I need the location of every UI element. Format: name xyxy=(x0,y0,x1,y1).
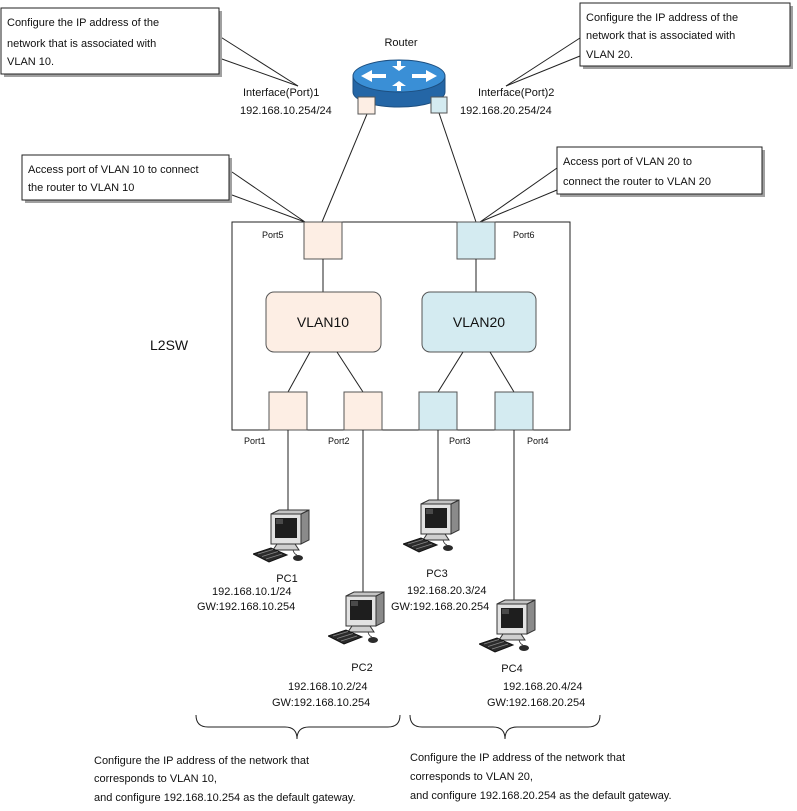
pc-ip: 192.168.20.3/24 xyxy=(407,585,487,597)
callout-vlan10-access-port: Access port of VLAN 10 to connect the ro… xyxy=(21,154,232,203)
router-interface2-ip: 192.168.20.254/24 xyxy=(460,105,552,117)
callout-line: Access port of VLAN 20 to xyxy=(563,156,692,168)
link-vlan20-port4 xyxy=(489,351,515,393)
port5-label: Port5 xyxy=(262,230,284,240)
vlan20-group-brace xyxy=(409,714,601,740)
vlan20-box xyxy=(421,291,537,353)
callout-pointer-vlan20-access xyxy=(479,167,558,223)
callout-line: VLAN 20. xyxy=(586,49,633,61)
router-interface2-name: Interface(Port)2 xyxy=(478,87,554,99)
pc-gateway: GW:192.168.20.254 xyxy=(487,697,585,709)
note-line: and configure 192.168.10.254 as the defa… xyxy=(94,792,356,804)
router-interface1-port xyxy=(357,96,376,115)
pc4-info: PC4 192.168.20.4/24 GW:192.168.20.254 xyxy=(487,663,585,709)
callout-vlan20-access-port: Access port of VLAN 20 to connect the ro… xyxy=(556,146,765,197)
callout-pointers xyxy=(218,35,581,223)
router-label: Router xyxy=(384,37,417,49)
vlan10-note: Configure the IP address of the network … xyxy=(94,755,356,804)
callout-line: Configure the IP address of the xyxy=(7,17,159,29)
callout-line: Access port of VLAN 10 to connect xyxy=(28,164,199,176)
router-interface1-name: Interface(Port)1 xyxy=(243,87,319,99)
note-line: Configure the IP address of the network … xyxy=(410,752,625,764)
router-interface1-ip: 192.168.10.254/24 xyxy=(240,105,332,117)
callout-pointer-vlan10-interface xyxy=(218,35,299,87)
callout-pointer-vlan10-interface xyxy=(218,57,299,87)
note-line: Configure the IP address of the network … xyxy=(94,755,309,767)
note-line: and configure 192.168.20.254 as the defa… xyxy=(410,790,672,802)
vlan10-label: VLAN10 xyxy=(297,314,349,330)
callout-line: the router to VLAN 10 xyxy=(28,182,134,194)
switch-label: L2SW xyxy=(150,337,189,353)
link-vlan20-port3 xyxy=(437,351,464,393)
port4-label: Port4 xyxy=(527,436,549,446)
port6-label: Port6 xyxy=(513,230,535,240)
callout-pointer-vlan20-access xyxy=(479,189,558,223)
callout-line: VLAN 10. xyxy=(7,56,54,68)
pc-name: PC1 xyxy=(276,573,297,585)
note-line: corresponds to VLAN 10, xyxy=(94,773,217,785)
link-router-port2-to-port6 xyxy=(438,112,477,223)
vlan10-box xyxy=(265,291,382,353)
pc-name: PC4 xyxy=(501,663,522,675)
pc-ip: 192.168.20.4/24 xyxy=(503,681,583,693)
pc1-computer-icon xyxy=(253,509,310,563)
callout-pointer-vlan20-interface xyxy=(505,37,581,87)
pc-gateway: GW:192.168.10.254 xyxy=(197,601,295,613)
pc1-info: PC1 192.168.10.1/24 GW:192.168.10.254 xyxy=(197,573,298,613)
switch-port6 xyxy=(456,221,496,260)
router-icon xyxy=(352,59,446,108)
link-vlan10-port2 xyxy=(336,351,364,393)
callout-pointer-vlan10-access xyxy=(231,171,306,223)
link-router-port1-to-port5 xyxy=(321,113,368,223)
port1-label: Port1 xyxy=(244,436,266,446)
callout-line: network that is associated with xyxy=(7,38,156,50)
port3-label: Port3 xyxy=(449,436,471,446)
callout-pointer-vlan20-interface xyxy=(505,55,581,87)
pc-ip: 192.168.10.2/24 xyxy=(288,681,368,693)
switch-port2 xyxy=(343,391,383,431)
pc3-info: PC3 192.168.20.3/24 GW:192.168.20.254 xyxy=(391,568,489,613)
switch-port4 xyxy=(494,391,534,431)
switch-port5 xyxy=(303,221,343,260)
pc-gateway: GW:192.168.20.254 xyxy=(391,601,489,613)
link-vlan10-port1 xyxy=(287,351,311,393)
callout-vlan20-interface: Configure the IP address of the network … xyxy=(579,2,793,69)
pc-gateway: GW:192.168.10.254 xyxy=(272,697,370,709)
pc-ip: 192.168.10.1/24 xyxy=(212,586,292,598)
port2-label: Port2 xyxy=(328,436,350,446)
callout-pointer-vlan10-access xyxy=(231,194,306,223)
pc-name: PC3 xyxy=(426,568,447,580)
switch-port3 xyxy=(418,391,458,431)
vlan20-note: Configure the IP address of the network … xyxy=(410,752,672,802)
callout-vlan10-interface: Configure the IP address of the network … xyxy=(0,7,222,77)
pc2-computer-icon xyxy=(328,591,385,645)
router-interface2-port xyxy=(430,96,448,114)
pc3-computer-icon xyxy=(403,499,460,553)
switch-port1 xyxy=(268,391,308,431)
pc2-info: PC2 192.168.10.2/24 GW:192.168.10.254 xyxy=(272,662,373,709)
callout-line: Configure the IP address of the xyxy=(586,12,738,24)
vlan10-group-brace xyxy=(195,714,401,740)
callout-line: connect the router to VLAN 20 xyxy=(563,176,711,188)
pc-name: PC2 xyxy=(351,662,372,674)
note-line: corresponds to VLAN 20, xyxy=(410,771,533,783)
vlan20-label: VLAN20 xyxy=(453,314,505,330)
callout-line: network that is associated with xyxy=(586,30,735,42)
